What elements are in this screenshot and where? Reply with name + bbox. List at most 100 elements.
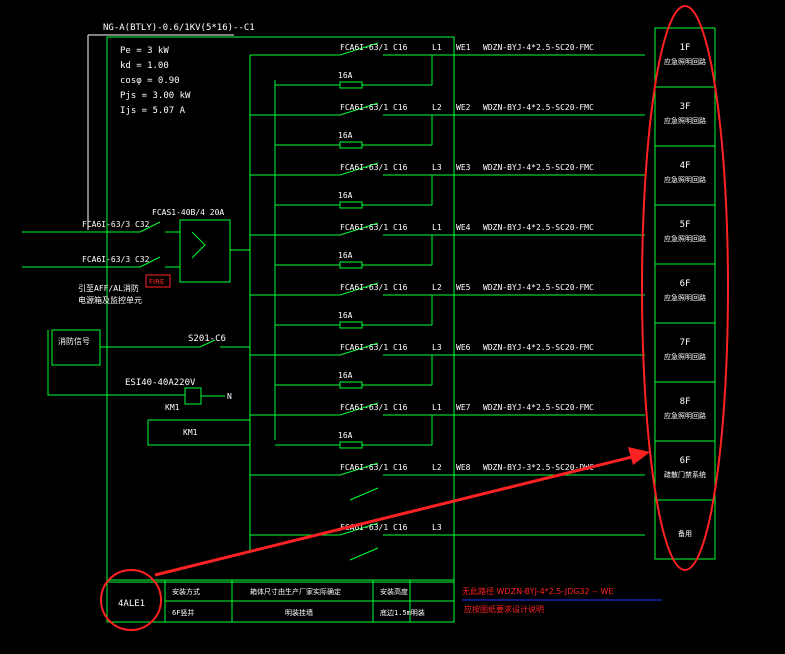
fire-note-line2: 电源箱及监控单元 (78, 295, 142, 305)
floor-desc: 应急照明回路 (664, 175, 706, 184)
breaker-contact (339, 222, 379, 236)
breaker-contact (339, 42, 379, 56)
param-cos: cosφ = 0.90 (120, 76, 180, 86)
circuit-id: WE8 (456, 463, 471, 472)
annotation-line1: 无此路径 WDZN-BYJ-4*2.5-JDG32 -- WE (462, 586, 613, 596)
red-annotation: 无此路径 WDZN-BYJ-4*2.5-JDG32 -- WE 应按图纸要求设计… (100, 5, 729, 631)
circuit-5: FCA6I-63/1 C16 L2 WE5 WDZN-BYJ-4*2.5-SC20-F… (250, 282, 645, 329)
circuit-breaker-label: FCA6I-63/1 C16 (340, 343, 408, 352)
fuse-symbol (339, 441, 363, 449)
circuit-breaker-label: FCA6I-63/1 C16 (340, 163, 408, 172)
floor-name: 6F (680, 456, 691, 466)
floor-table: 1F应急照明回路3F应急照明回路4F应急照明回路5F应急照明回路6F应急照明回路… (654, 27, 716, 560)
red-arrow-line (154, 453, 641, 577)
floor-name: 8F (680, 397, 691, 407)
circuit-phase: L1 (432, 223, 442, 232)
panel-frame (106, 36, 455, 583)
param-pjs: Pjs = 3.00 kW (120, 91, 191, 101)
frame (87, 34, 455, 583)
ats-label: FCAS1-40B/4 20A (152, 208, 224, 217)
floor-row-2: 3F 应急照明回路 (655, 86, 715, 125)
circuit-phase: L1 (432, 43, 442, 52)
main-cable-label: NG-A(BTLY)-0.6/1KV(5*16)--C1 (103, 23, 255, 33)
floor-name: 3F (680, 102, 691, 112)
neutral-label: N (227, 392, 232, 401)
param-pe: Pe = 3 kW (120, 46, 169, 56)
load-params: Pe = 3 kW kd = 1.00 cosφ = 0.90 Pjs = 3.… (120, 46, 191, 116)
contactor-label: ESI40-40A220V (125, 378, 196, 388)
incoming-section: FCA6I-63/3 C32 FCA6I-63/3 C32 FCAS1-40B/… (22, 208, 250, 446)
circuit-breaker-label: FCA6I-63/1 C16 (340, 283, 408, 292)
title-c2: 箱体尺寸由生产厂家实际确定 (250, 587, 341, 596)
floor-name: 5F (680, 220, 691, 230)
breaker-contact (339, 162, 379, 176)
title-block: 4ALE1 安装方式 6F竖井 箱体尺寸由生产厂家实际确定 明装挂墙 安装高度 … (106, 579, 455, 623)
fuse-symbol (339, 141, 363, 149)
ats-switch-box (179, 219, 231, 283)
fuse-symbol (339, 381, 363, 389)
circuit-id: WE7 (456, 403, 471, 412)
circuit-phase: L3 (432, 343, 442, 352)
aux-contact (349, 547, 379, 561)
breaker-contact (339, 402, 379, 416)
circuit-breaker-label: FCA6I-63/1 C16 (340, 103, 408, 112)
circuit-phase: L3 (432, 163, 442, 172)
floor-desc: 备用 (678, 529, 692, 538)
breaker-contact (339, 522, 379, 536)
fuse-symbol (339, 81, 363, 89)
circuit-id: WE3 (456, 163, 471, 172)
fuse-label: 16A (338, 131, 353, 140)
fuse-symbol (339, 201, 363, 209)
floor-table-frame (654, 27, 716, 560)
circuit-cable: WDZN-BYJ-4*2.5-SC20-FMC (483, 283, 594, 292)
fuse-label: 16A (338, 71, 353, 80)
km-label-2: KM1 (183, 428, 198, 437)
floor-name: 1F (680, 43, 691, 53)
circuit-id: WE5 (456, 283, 471, 292)
breaker-contact (339, 102, 379, 116)
fire-label: FIRE (149, 278, 164, 286)
floor-desc: 应急照明回路 (664, 57, 706, 66)
floor-desc: 应急照明回路 (664, 234, 706, 243)
circuit-cable: WDZN-BYJ-3*2.5-SC20-DWC (483, 463, 594, 472)
circuit-id: WE4 (456, 223, 471, 232)
circuit-breaker-label: FCA6I-63/1 C16 (340, 403, 408, 412)
breaker-contact (339, 462, 379, 476)
fuse-label: 16A (338, 191, 353, 200)
circuit-phase: L2 (432, 283, 442, 292)
title-c3: 安装高度 (380, 587, 408, 596)
fuse-label: 16A (338, 311, 353, 320)
circuit-phase: L2 (432, 103, 442, 112)
title-c2b: 明装挂墙 (285, 608, 313, 617)
circuit-cable: WDZN-BYJ-4*2.5-SC20-FMC (483, 103, 594, 112)
floor-row-1: 1F 应急照明回路 (664, 43, 706, 66)
red-circle-box (100, 569, 162, 631)
floor-name: 7F (680, 338, 691, 348)
aux-contact (349, 487, 379, 501)
title-c3b: 底边1.5m明装 (380, 608, 425, 617)
circuit-breaker-label: FCA6I-63/1 C16 (340, 223, 408, 232)
box-id: 4ALE1 (118, 599, 145, 609)
contactor-coil (184, 387, 202, 405)
circuit-id: WE6 (456, 343, 471, 352)
circuit-cable: WDZN-BYJ-4*2.5-SC20-FMC (483, 43, 594, 52)
breaker-contact (339, 342, 379, 356)
km-label-1: KM1 (165, 403, 180, 412)
circuit-phase: L2 (432, 463, 442, 472)
title-c1: 安装方式 (172, 587, 200, 596)
floor-desc: 应急照明回路 (664, 116, 706, 125)
floor-row-9: 备用 (655, 499, 715, 538)
circuit-cable: WDZN-BYJ-4*2.5-SC20-FMC (483, 163, 594, 172)
fire-signal-label: 消防信号 (58, 336, 90, 346)
fuse-label: 16A (338, 431, 353, 440)
fire-label-box (145, 274, 171, 288)
